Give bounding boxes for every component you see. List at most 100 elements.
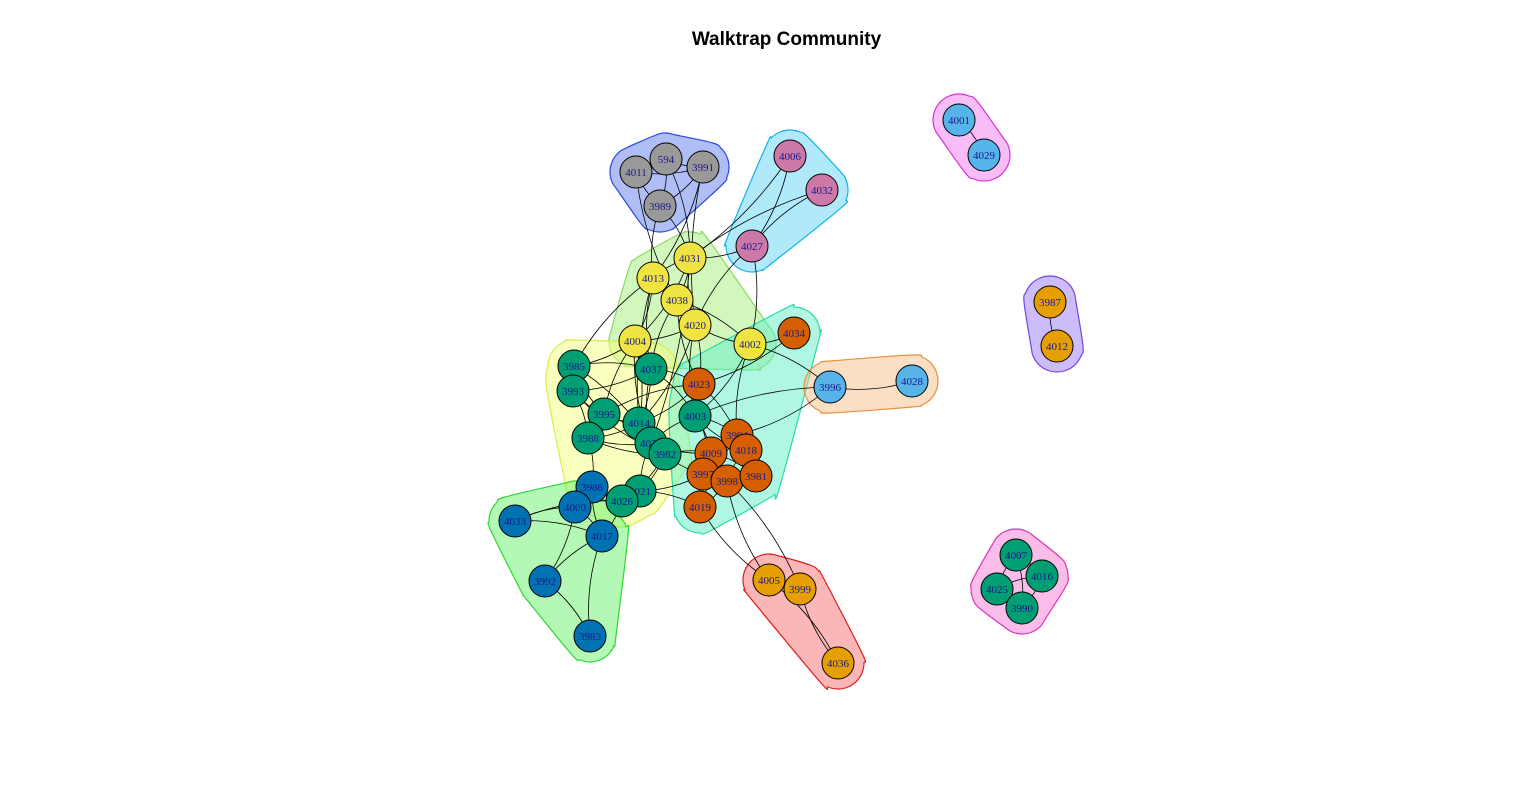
node-4034[interactable]: 4034: [777, 316, 811, 350]
node-circle: [1025, 559, 1059, 593]
node-4018[interactable]: 4018: [729, 433, 763, 467]
node-4036[interactable]: 4036: [821, 646, 855, 680]
node-4029[interactable]: 4029: [967, 138, 1001, 172]
node-label: 4029: [973, 150, 996, 162]
node-4011[interactable]: 4011: [619, 155, 653, 189]
node-4012[interactable]: 4012: [1040, 329, 1074, 363]
node-label: 4020: [684, 320, 707, 332]
node-4025[interactable]: 4025: [980, 572, 1014, 606]
node-circle: [573, 619, 607, 653]
node-4007[interactable]: 4007: [999, 538, 1033, 572]
node-4023[interactable]: 4023: [682, 367, 716, 401]
node-4017[interactable]: 4017: [585, 519, 619, 553]
edge-4031-4030: [650, 257, 691, 444]
node-label: 4028: [901, 376, 924, 388]
node-3983[interactable]: 3983: [573, 619, 607, 653]
node-4004[interactable]: 4004: [618, 324, 652, 358]
node-4031[interactable]: 4031: [673, 241, 707, 275]
node-4000[interactable]: 4000: [558, 490, 592, 524]
node-3991[interactable]: 3991: [686, 150, 720, 184]
node-label: 4014: [628, 418, 651, 430]
node-label: 3986: [581, 482, 604, 494]
node-circle: [1033, 285, 1067, 319]
node-circle: [821, 646, 855, 680]
node-circle: [686, 150, 720, 184]
node-label: 4017: [591, 531, 614, 543]
node-4019[interactable]: 4019: [683, 490, 717, 524]
node-label: 4019: [689, 502, 712, 514]
node-4001[interactable]: 4001: [942, 103, 976, 137]
node-circle: [634, 352, 668, 386]
node-4002[interactable]: 4002: [733, 327, 767, 361]
node-circle: [648, 437, 682, 471]
node-3988[interactable]: 3988: [571, 421, 605, 455]
community-hull-c-magenta: [932, 93, 1011, 182]
node-circle: [942, 103, 976, 137]
node-3985[interactable]: 3985: [557, 349, 591, 383]
node-label: 3990: [1011, 603, 1034, 615]
node-label: 3998: [716, 476, 739, 488]
node-3999[interactable]: 3999: [783, 572, 817, 606]
node-circle: [813, 370, 847, 404]
node-label: 3995: [593, 409, 616, 421]
node-4026[interactable]: 4026: [605, 484, 639, 518]
node-circle: [558, 490, 592, 524]
node-circle: [528, 564, 562, 598]
node-3993[interactable]: 3993: [556, 374, 590, 408]
node-label: 4038: [666, 295, 689, 307]
node-circle: [1040, 329, 1074, 363]
node-label: 4002: [739, 339, 761, 351]
node-4028[interactable]: 4028: [895, 364, 929, 398]
node-circle: [649, 142, 683, 176]
node-label: 3997: [692, 469, 715, 481]
node-4037[interactable]: 4037: [634, 352, 668, 386]
node-circle: [773, 139, 807, 173]
node-label: 3999: [789, 584, 812, 596]
node-3989[interactable]: 3989: [643, 189, 677, 223]
node-4013[interactable]: 4013: [636, 261, 670, 295]
node-3996[interactable]: 3996: [813, 370, 847, 404]
node-label: 3983: [579, 631, 602, 643]
node-4020[interactable]: 4020: [678, 308, 712, 342]
node-circle: [585, 519, 619, 553]
node-label: 4003: [684, 411, 707, 423]
node-label: 4000: [564, 502, 587, 514]
node-circle: [683, 490, 717, 524]
node-label: 4037: [640, 364, 663, 376]
node-label: 4001: [948, 115, 970, 127]
node-label: 4026: [611, 496, 634, 508]
node-label: 3996: [819, 382, 842, 394]
node-594[interactable]: 594: [649, 142, 683, 176]
node-label: 3993: [562, 386, 585, 398]
node-3990[interactable]: 3990: [1005, 591, 1039, 625]
node-4033[interactable]: 4033: [498, 504, 532, 538]
node-3992[interactable]: 3992: [528, 564, 562, 598]
node-circle: [660, 283, 694, 317]
node-label: 4032: [811, 185, 833, 197]
node-label: 4009: [700, 448, 723, 460]
node-4006[interactable]: 4006: [773, 139, 807, 173]
node-3998[interactable]: 3998: [710, 464, 744, 498]
node-circle: [643, 189, 677, 223]
node-4016[interactable]: 4016: [1025, 559, 1059, 593]
node-label: 4036: [827, 658, 850, 670]
node-circle: [636, 261, 670, 295]
node-3982[interactable]: 3982: [648, 437, 682, 471]
node-4032[interactable]: 4032: [805, 173, 839, 207]
node-4005[interactable]: 4005: [752, 563, 786, 597]
node-label: 4005: [758, 575, 781, 587]
node-label: 4018: [735, 445, 758, 457]
node-3981[interactable]: 3981: [739, 459, 773, 493]
node-3987[interactable]: 3987: [1033, 285, 1067, 319]
node-label: 4023: [688, 379, 711, 391]
node-4038[interactable]: 4038: [660, 283, 694, 317]
node-label: 4027: [741, 241, 764, 253]
node-circle: [556, 374, 590, 408]
node-3995[interactable]: 3995: [587, 397, 621, 431]
node-circle: [1005, 591, 1039, 625]
node-circle: [678, 399, 712, 433]
node-4027[interactable]: 4027: [735, 229, 769, 263]
node-4003[interactable]: 4003: [678, 399, 712, 433]
